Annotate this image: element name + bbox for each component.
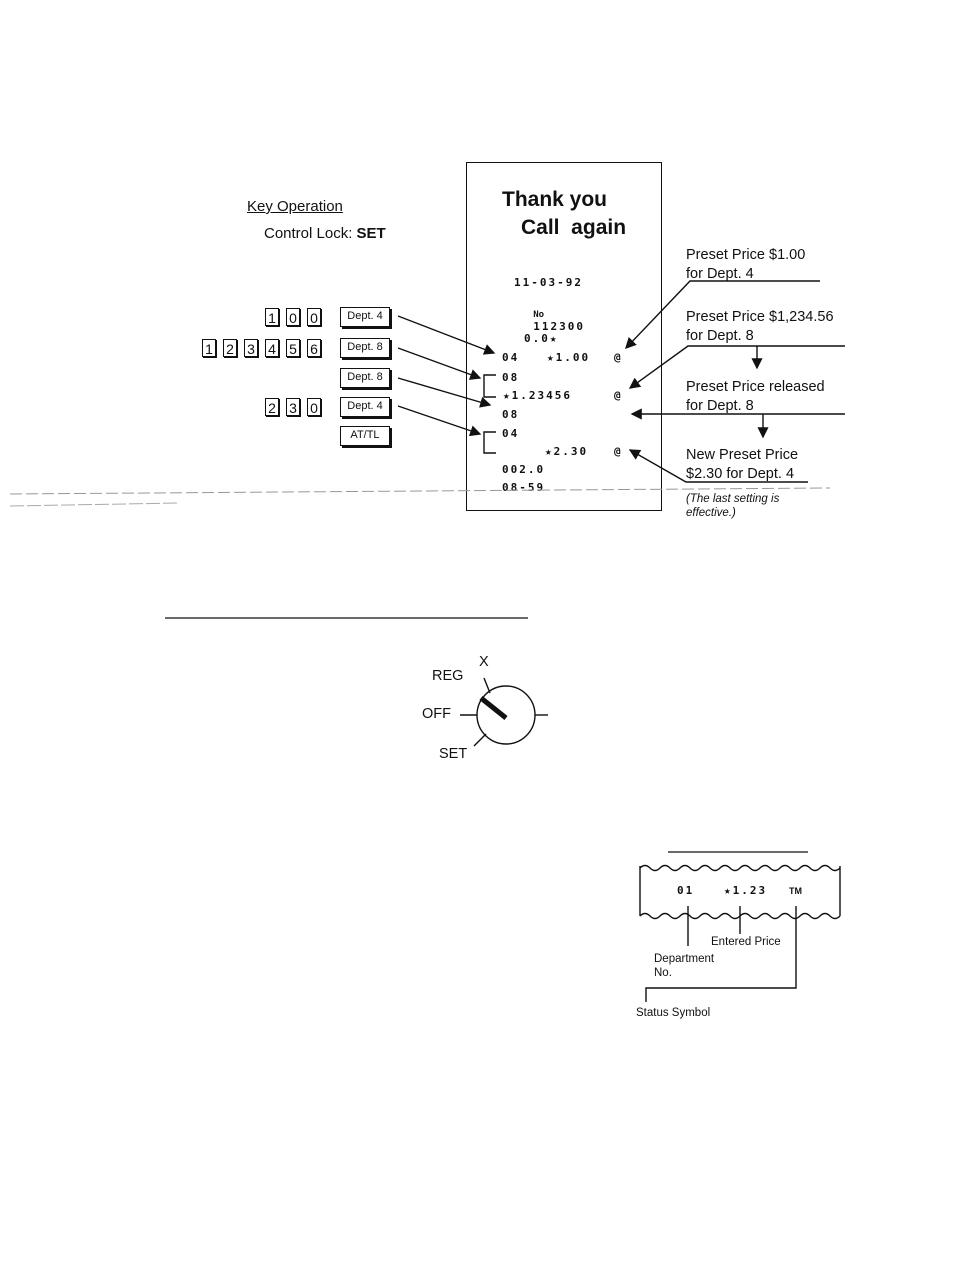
key-digit-2: 2 xyxy=(265,398,279,416)
arrow-annotation4 xyxy=(628,449,808,483)
key-digit-3: 3 xyxy=(286,398,300,416)
receipt-line2-dept: 08 xyxy=(502,371,520,384)
bracket-dept8 xyxy=(483,374,496,398)
receipt-zero-line: 0.0★ xyxy=(524,332,559,345)
dial-tick-x xyxy=(483,677,491,694)
annotation-new-preset-dept4-line2: $2.30 for Dept. 4 xyxy=(686,466,795,482)
receipt-count: 002.0 xyxy=(502,463,546,476)
key-digit-4: 4 xyxy=(265,339,279,357)
annotation-note-line2: effective.) xyxy=(686,507,736,519)
dial-label-set: SET xyxy=(439,746,468,762)
key-operation-title: Key Operation xyxy=(247,198,343,215)
key-digit-0: 0 xyxy=(307,398,321,416)
arrow-annotation2 xyxy=(628,345,845,389)
arrow-dept4-to-line1 xyxy=(397,315,496,355)
annotation-new-preset-dept4-line1: New Preset Price xyxy=(686,447,799,463)
arrow-annotation1 xyxy=(625,280,820,350)
dial-label-off: OFF xyxy=(422,706,451,722)
legend-status: TM xyxy=(789,886,802,896)
control-lock-value: SET xyxy=(356,225,386,242)
dial-label-reg: REG xyxy=(432,668,464,684)
key-digit-5: 5 xyxy=(286,339,300,357)
legend-label-department-line1: Department xyxy=(654,953,715,965)
legend-label-entered-price: Entered Price xyxy=(711,936,781,948)
key-digit-0: 0 xyxy=(286,308,300,326)
leader-status-symbol xyxy=(645,906,797,1002)
annotation-preset-dept8-line1: Preset Price $1,234.56 xyxy=(686,309,834,325)
annotation-last-setting-note: (The last setting is effective.) xyxy=(686,492,779,520)
receipt-number-value: 112300 xyxy=(533,320,585,333)
receipt-line5-dept: 04 xyxy=(502,427,520,440)
receipt-paper xyxy=(466,162,662,511)
receipt-line6-price: ★2.30 xyxy=(545,445,589,458)
receipt-date: 11-03-92 xyxy=(514,276,583,289)
receipt-line1-price: ★1.00 xyxy=(547,351,591,364)
bracket-dept4 xyxy=(483,431,496,454)
key-digit-0: 0 xyxy=(307,308,321,326)
receipt-header-line2: Call again xyxy=(521,216,627,239)
legend-label-department: Department No. xyxy=(654,952,714,980)
receipt-number-prefix: No xyxy=(533,310,545,320)
receipt-header-line1: Thank you xyxy=(502,188,608,211)
key-digit-6: 6 xyxy=(307,339,321,357)
arrow-dept4-to-line5 xyxy=(397,405,482,437)
dial-pointer xyxy=(479,696,508,720)
annotation-released-dept8-line2: for Dept. 8 xyxy=(686,398,754,414)
dial-tick-set xyxy=(473,733,487,747)
receipt-line3-symbol: @ xyxy=(614,389,623,402)
legend-strip-top xyxy=(639,864,841,872)
legend-entered-price: ★1.23 xyxy=(724,884,768,897)
key-digit-1: 1 xyxy=(202,339,216,357)
receipt-line3-price: ★1.23456 xyxy=(503,389,572,402)
control-lock-label: Control Lock: SET xyxy=(264,225,386,242)
faint-line-1 xyxy=(9,487,831,495)
annotation-preset-dept8: Preset Price $1,234.56 for Dept. 8 xyxy=(686,308,834,346)
legend-label-status-symbol: Status Symbol xyxy=(636,1007,711,1019)
control-lock-text: Control Lock: xyxy=(264,225,353,242)
annotation-new-preset-dept4: New Preset Price $2.30 for Dept. 4 xyxy=(686,446,798,484)
annotation-preset-dept8-line2: for Dept. 8 xyxy=(686,328,754,344)
key-digit-3: 3 xyxy=(244,339,258,357)
key-at-tl: AT/TL xyxy=(340,426,390,446)
legend-label-department-line2: No. xyxy=(654,967,672,979)
arrow-dept8-to-line2 xyxy=(397,347,482,380)
receipt-line1-dept: 04 xyxy=(502,351,520,364)
annotation-preset-dept4-line1: Preset Price $1.00 xyxy=(686,247,806,263)
annotation-preset-dept4: Preset Price $1.00 for Dept. 4 xyxy=(686,246,805,284)
receipt-line1-symbol: @ xyxy=(614,351,623,364)
annotation-preset-dept4-line2: for Dept. 4 xyxy=(686,266,754,282)
key-dept-8: Dept. 8 xyxy=(340,338,390,358)
key-digit-2: 2 xyxy=(223,339,237,357)
key-dept-4: Dept. 4 xyxy=(340,397,390,417)
legend-dept-number: 01 xyxy=(677,884,695,897)
annotation-released-dept8-line1: Preset Price released xyxy=(686,379,825,395)
arrow-dept8-release xyxy=(397,377,492,408)
receipt-line6-symbol: @ xyxy=(614,445,623,458)
receipt-number: No 112300 xyxy=(516,294,585,333)
dial-label-x: X xyxy=(479,654,489,670)
receipt-line4-dept: 08 xyxy=(502,408,520,421)
annotation-released-dept8: Preset Price released for Dept. 8 xyxy=(686,378,825,416)
annotation-note-line1: (The last setting is xyxy=(686,493,780,505)
key-dept-8: Dept. 8 xyxy=(340,368,390,388)
key-dept-4: Dept. 4 xyxy=(340,307,390,327)
key-digit-1: 1 xyxy=(265,308,279,326)
faint-line-2 xyxy=(9,502,181,507)
